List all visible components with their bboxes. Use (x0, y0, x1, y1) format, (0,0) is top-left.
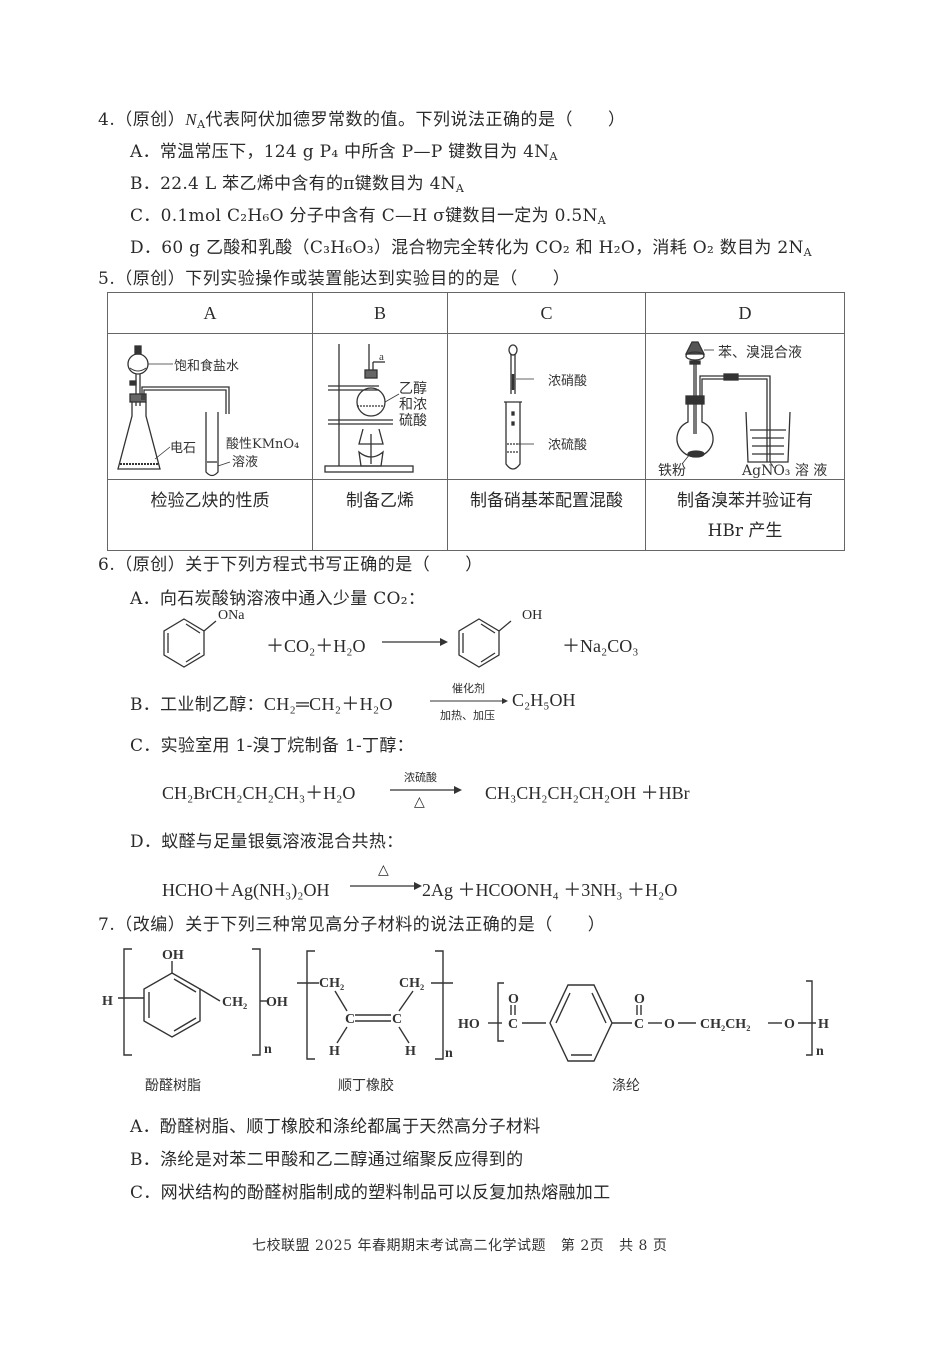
q6-option-a[interactable]: A．向石炭酸钠溶液中通入少量 CO₂： (130, 589, 426, 609)
ethylene-apparatus-icon: a (324, 344, 414, 473)
label-iron-powder: 铁粉 (658, 463, 686, 479)
svg-text:OH: OH (162, 948, 184, 963)
svg-text:O: O (634, 992, 645, 1007)
svg-text:C: C (508, 1017, 518, 1032)
svg-text:HO: HO (458, 1017, 480, 1032)
q6-option-d[interactable]: D．蚁醛与足量银氨溶液混合共热： (130, 832, 404, 852)
arrow-icon (382, 638, 448, 646)
label-solution: 溶液 (232, 455, 259, 470)
total-pages: 共 8 页 (619, 1238, 668, 1254)
acetylene-apparatus-icon (117, 345, 231, 477)
q7-option-a[interactable]: A．酚醛树脂、顺丁橡胶和涤纶都属于天然高分子材料 (130, 1117, 541, 1137)
q5-apparatus-table: A B C D (107, 292, 845, 551)
svg-text:O: O (784, 1017, 795, 1032)
q6c-cond-bottom: △ (414, 794, 425, 810)
label-pet: 涤纶 (612, 1078, 640, 1094)
q4-option-a[interactable]: A．常温常压下，124 g P₄ 中所含 P—P 键数目为 4NA (130, 142, 558, 163)
label-sulfuric: 硫酸 (399, 413, 427, 429)
q4-option-c[interactable]: C．0.1mol C₂H₆O 分子中含有 C—H σ键数目一定为 0.5NA (130, 206, 606, 227)
svg-text:O: O (664, 1017, 675, 1032)
q6b-cond-bottom: 加热、加压 (440, 709, 495, 722)
svg-text:H: H (329, 1044, 340, 1059)
label-agno3: AgNO₃ 溶 液 (742, 463, 828, 479)
q5-stem: 5.（原创）下列实验操作或装置能达到实验目的的是（ ） (98, 269, 571, 289)
svg-text:C: C (634, 1017, 644, 1032)
q4-option-d[interactable]: D．60 g 乙酸和乳酸（C₃H₆O₃）混合物完全转化为 CO₂ 和 H₂O，消… (130, 238, 812, 259)
svg-text:a: a (379, 351, 384, 363)
q6c-rhs: CH₃CH₂CH₂CH₂OH ＋HBr (485, 783, 690, 803)
q7-option-b[interactable]: B．涤纶是对苯二甲酸和乙二醇通过缩聚反应得到的 (130, 1150, 524, 1170)
apparatus-a: 饱和食盐水 电石 酸性KMnO₄ 溶液 (107, 333, 313, 480)
apparatus-c: 浓硝酸 浓硫酸 (447, 333, 646, 480)
label-calcium-carbide: 电石 (170, 441, 197, 456)
q7-option-c[interactable]: C．网状结构的酚醛树脂制成的塑料制品可以反复加热熔融加工 (130, 1183, 611, 1203)
q6a-middle: ＋CO₂＋H₂O (266, 636, 366, 656)
label-kmno4: 酸性KMnO₄ (226, 437, 300, 452)
apparatus-b: a 乙醇 和浓 硫酸 (312, 333, 448, 480)
apparatus-d: 苯、溴混合液 铁粉 AgNO₃ 溶 液 (645, 333, 845, 480)
label-benzene-bromine: 苯、溴混合液 (718, 345, 802, 361)
svg-text:CH₂: CH₂ (319, 976, 344, 991)
svg-text:n: n (445, 1046, 453, 1061)
svg-text:C: C (392, 1012, 402, 1027)
mixed-acid-apparatus-icon (504, 344, 534, 470)
ona-group: ONa (218, 608, 245, 623)
page-footer: 七校联盟 2025 年春期期末考试高二化学试题 第 2页 共 8 页 (252, 1238, 668, 1254)
q4-option-b[interactable]: B．22.4 L 苯乙烯中含有的π键数目为 4NA (130, 174, 465, 195)
label-and-conc: 和浓 (399, 397, 427, 413)
svg-text:H: H (102, 994, 113, 1009)
page-number: 第 2页 (560, 1238, 605, 1254)
q7-stem: 7.（改编）关于下列三种常见高分子材料的说法正确的是（ ） (98, 915, 606, 935)
sodium-phenoxide-structure-icon (163, 618, 217, 668)
col-header-a: A (107, 292, 313, 334)
bromobenzene-apparatus-icon (676, 341, 791, 469)
svg-text:n: n (816, 1044, 824, 1059)
cis-polybutadiene-structure-icon: CH₂ CH₂ C C H H n (297, 950, 453, 1061)
q6d-lhs: HCHO＋Ag(NH₃)₂OH (162, 880, 330, 900)
label-saturated-brine: 饱和食盐水 (174, 359, 240, 374)
label-conc-nitric: 浓硝酸 (548, 374, 588, 389)
arrow-icon (350, 882, 422, 890)
svg-text:CH₂: CH₂ (222, 995, 247, 1010)
caption-b: 制备乙烯 (312, 479, 448, 551)
svg-text:H: H (405, 1044, 416, 1059)
col-header-b: B (312, 292, 448, 334)
q6b-rhs: C₂H₅OH (512, 690, 576, 710)
q6-option-b[interactable]: B．工业制乙醇：CH₂═CH₂＋H₂O (130, 694, 393, 715)
label-conc-sulfuric: 浓硫酸 (548, 438, 588, 453)
q4-stem: 4.（原创）NA代表阿伏加德罗常数的值。下列说法正确的是（ ） (98, 110, 626, 131)
label-phenolic-resin: 酚醛树脂 (145, 1078, 201, 1094)
svg-text:OH: OH (266, 995, 288, 1010)
col-header-c: C (447, 292, 646, 334)
phenolic-resin-structure-icon: OH H CH₂ OH n (102, 948, 288, 1057)
q6c-cond-top: 浓硫酸 (404, 771, 437, 784)
svg-text:O: O (508, 992, 519, 1007)
caption-a: 检验乙炔的性质 (107, 479, 313, 551)
q6-stem: 6.（原创）关于下列方程式书写正确的是（ ） (98, 555, 483, 575)
svg-text:CH₂: CH₂ (399, 976, 424, 991)
arrow-icon (390, 786, 462, 794)
arrow-icon (430, 698, 508, 704)
q6c-lhs: CH₂BrCH₂CH₂CH₃＋H₂O (162, 783, 356, 803)
pet-polyester-structure-icon: HO O C O C O CH₂CH₂ O H n (458, 980, 829, 1062)
phenol-structure-icon (458, 618, 512, 668)
oh-group: OH (522, 608, 543, 623)
col-header-d: D (645, 292, 845, 334)
q6d-cond-top: △ (378, 862, 389, 878)
caption-d: 制备溴苯并验证有 HBr 产生 (645, 479, 845, 551)
label-ethanol: 乙醇 (399, 381, 427, 397)
q6-option-c[interactable]: C．实验室用 1-溴丁烷制备 1-丁醇： (130, 736, 414, 756)
svg-text:n: n (264, 1042, 272, 1057)
q6a-tail: ＋Na₂CO₃ (562, 636, 639, 656)
q6d-rhs: 2Ag ＋HCOONH₄ ＋3NH₃ ＋H₂O (422, 880, 678, 900)
label-cis-polybutadiene: 顺丁橡胶 (338, 1078, 394, 1094)
q6b-cond-top: 催化剂 (452, 682, 485, 695)
svg-text:C: C (345, 1012, 355, 1027)
caption-c: 制备硝基苯配置混酸 (447, 479, 646, 551)
svg-text:H: H (818, 1017, 829, 1032)
svg-text:CH₂CH₂: CH₂CH₂ (700, 1017, 750, 1032)
